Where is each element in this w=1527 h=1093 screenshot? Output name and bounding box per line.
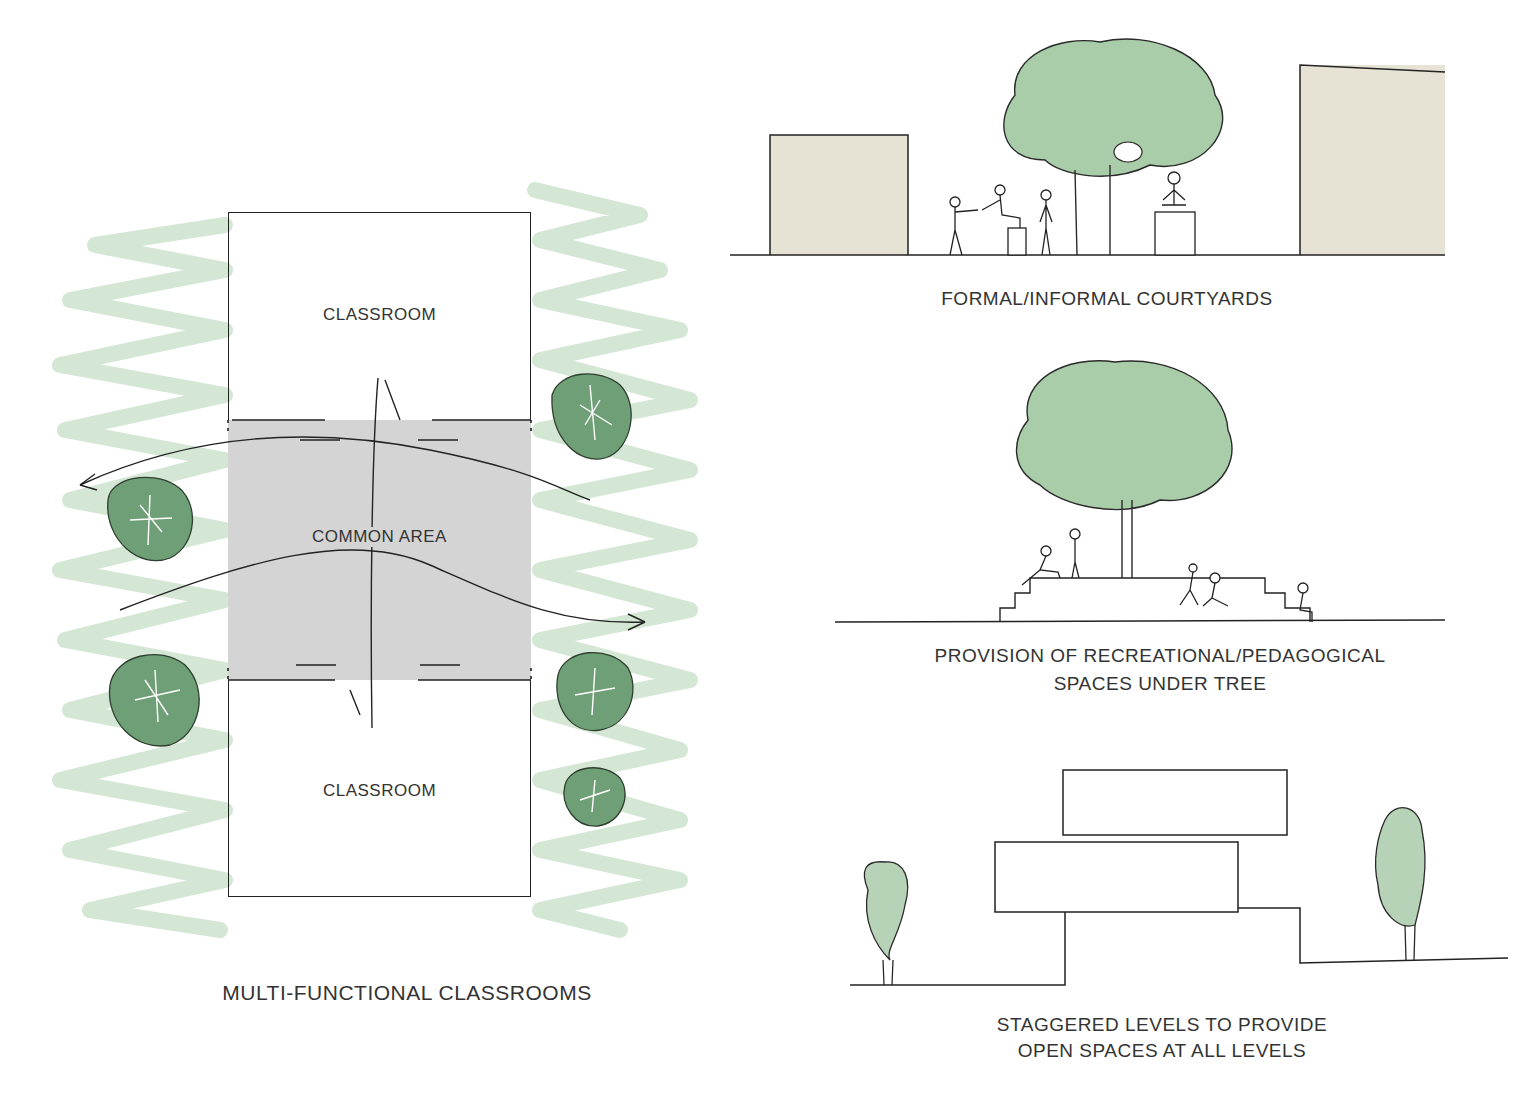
common-area: COMMON AREA xyxy=(228,420,531,680)
room-label: COMMON AREA xyxy=(308,527,451,547)
plan-tree xyxy=(108,374,633,826)
classroom-box: CLASSROOM xyxy=(228,680,531,897)
room-label: CLASSROOM xyxy=(319,781,440,801)
caption: MULTI-FUNCTIONAL CLASSROOMS xyxy=(147,980,667,1005)
caption: STAGGERED LEVELS TO PROVIDE OPEN SPACES … xyxy=(967,1012,1357,1064)
tree-branches xyxy=(130,385,615,812)
door-walls xyxy=(228,420,531,680)
staggered-levels-section xyxy=(850,770,1508,985)
flow-arrow xyxy=(80,378,645,728)
text-row: CLASSROOM xyxy=(229,781,530,801)
tree-platform-section xyxy=(835,361,1445,622)
caption: PROVISION OF RECREATIONAL/PEDAGOGICAL SP… xyxy=(900,642,1420,698)
room-label: CLASSROOM xyxy=(319,305,440,325)
classroom-box: CLASSROOM xyxy=(228,212,531,420)
common-area-fill xyxy=(228,420,531,680)
caption: FORMAL/INFORMAL COURTYARDS xyxy=(887,287,1327,310)
text-row: COMMON AREA xyxy=(228,527,531,547)
green-scribble xyxy=(60,190,690,930)
courtyard-section xyxy=(730,39,1445,255)
text-row: CLASSROOM xyxy=(229,305,530,325)
